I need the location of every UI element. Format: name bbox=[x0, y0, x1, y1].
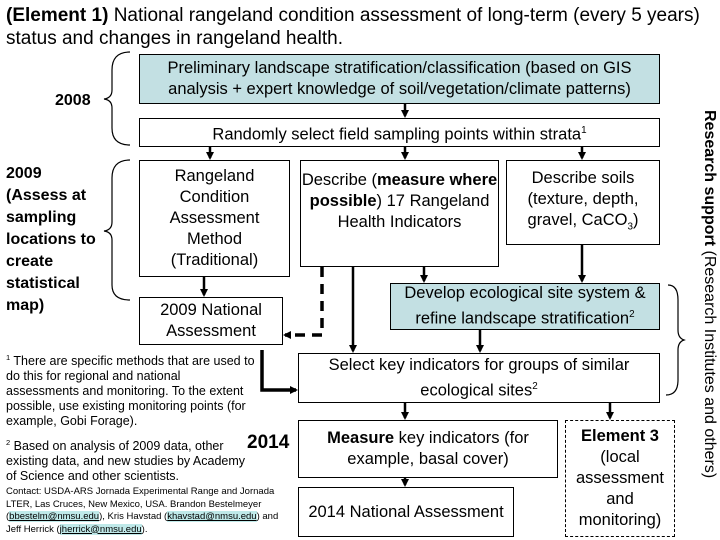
box-2009-national-assessment: 2009 National Assessment bbox=[139, 297, 283, 345]
box-measure-key-indicators: Measure key indicators (for example, bas… bbox=[298, 420, 558, 478]
brace-research bbox=[665, 284, 686, 396]
box-random-sampling: Randomly select field sampling points wi… bbox=[139, 118, 660, 147]
year-2008: 2008 bbox=[55, 92, 91, 109]
slide-title: (Element 1) National rangeland condition… bbox=[6, 5, 700, 49]
year-2014: 2014 bbox=[247, 432, 290, 453]
box-preliminary-stratification: Preliminary landscape stratification/cla… bbox=[139, 54, 660, 104]
arrow-dashed bbox=[283, 267, 324, 339]
footnote-2: 2 Based on analysis of 2009 data, other … bbox=[6, 438, 246, 484]
box-develop-ecological-sites: Develop ecological site system & refine … bbox=[390, 283, 660, 330]
email-link[interactable]: khavstad@nmsu.edu bbox=[167, 511, 257, 522]
box-select-key-indicators: Select key indicators for groups of simi… bbox=[298, 353, 660, 403]
contact-info: Contact: USDA-ARS Jornada Experimental R… bbox=[6, 486, 279, 535]
box-rangeland-method: Rangeland Condition Assessment Method (T… bbox=[139, 160, 290, 277]
box-describe-soils: Describe soils (texture, depth, gravel, … bbox=[506, 160, 660, 245]
research-support-label: Research support (Research Institutes an… bbox=[701, 110, 718, 479]
brace-2009 bbox=[103, 159, 131, 301]
year-2009: 2009 (Assess at sampling locations to cr… bbox=[6, 165, 96, 314]
arrow-elbow bbox=[260, 350, 298, 394]
brace-2008 bbox=[103, 51, 131, 146]
email-link[interactable]: jherrick@nmsu.edu bbox=[59, 523, 142, 535]
box-describe-indicators: Describe (measure where possible) 17 Ran… bbox=[300, 160, 499, 267]
box-element-3: Element 3(local assessment and monitorin… bbox=[565, 420, 675, 537]
box-2014-national-assessment: 2014 National Assessment bbox=[298, 487, 514, 537]
footnote-1: 1 There are specific methods that are us… bbox=[6, 353, 255, 429]
email-link[interactable]: bbestelm@nmsu.edu bbox=[9, 511, 100, 522]
